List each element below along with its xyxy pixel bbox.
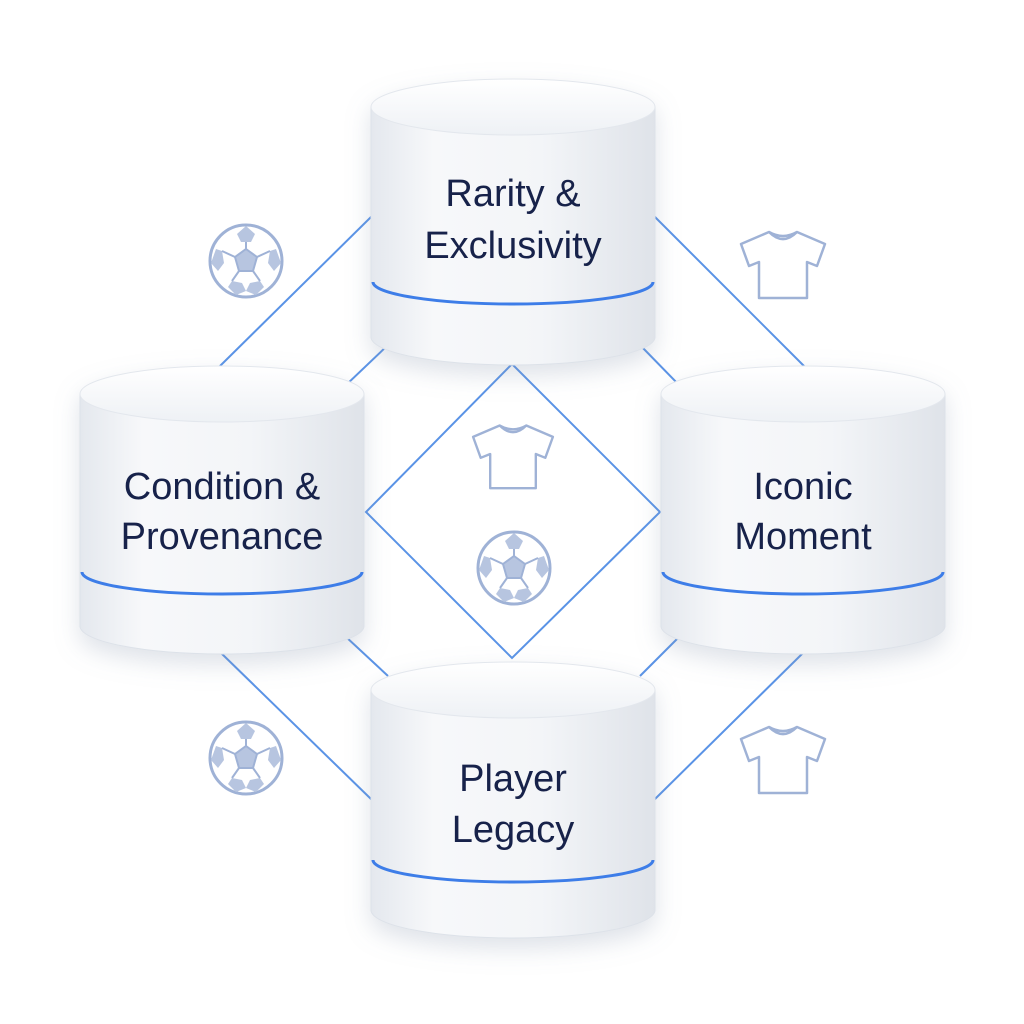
- node-right: [660, 365, 946, 655]
- soccer-ball-icon: [476, 530, 552, 606]
- connector-top-left-inner: [344, 344, 389, 387]
- soccer-ball-icon: [208, 223, 284, 299]
- node-left-label-line-1: Condition &: [124, 466, 320, 508]
- connector-top-left-outer: [219, 215, 373, 367]
- connector-right-bottom-outer: [653, 651, 805, 801]
- node-bottom: [370, 661, 656, 939]
- node-left: [79, 365, 365, 655]
- connector-left-bottom-outer: [219, 651, 373, 801]
- connector-right-bottom-inner: [639, 635, 681, 677]
- soccer-ball-icon: [208, 720, 284, 796]
- connector-top-right-inner: [639, 344, 681, 387]
- node-right-label-line-2: Moment: [734, 516, 872, 558]
- node-bottom-label-line-1: Player: [459, 758, 567, 800]
- connector-left-bottom-inner: [344, 635, 389, 677]
- center-diamond: [364, 362, 662, 660]
- connectors: [219, 215, 805, 801]
- accent-ring: [80, 571, 364, 596]
- cylinder-body: [660, 393, 946, 655]
- accent-ring: [371, 859, 655, 884]
- node-left-label-line-2: Provenance: [121, 516, 324, 558]
- cylinder-top: [79, 365, 365, 423]
- cylinder-body: [370, 689, 656, 939]
- accent-ring: [371, 281, 655, 306]
- node-top-label-line-2: Exclusivity: [424, 225, 601, 267]
- cylinder-top: [660, 365, 946, 423]
- cylinder-body: [79, 393, 365, 655]
- node-top-label-line-1: Rarity &: [445, 173, 580, 215]
- t-shirt-icon: [739, 725, 827, 795]
- t-shirt-icon: [471, 424, 555, 490]
- t-shirt-icon: [739, 230, 827, 300]
- node-bottom-label-line-2: Legacy: [452, 809, 575, 851]
- node-right-label-line-1: Iconic: [753, 466, 852, 508]
- cylinder-top: [370, 661, 656, 719]
- connector-top-right-outer: [653, 215, 805, 367]
- node-top: [370, 78, 656, 366]
- accent-ring: [661, 571, 945, 596]
- cylinder-top: [370, 78, 656, 136]
